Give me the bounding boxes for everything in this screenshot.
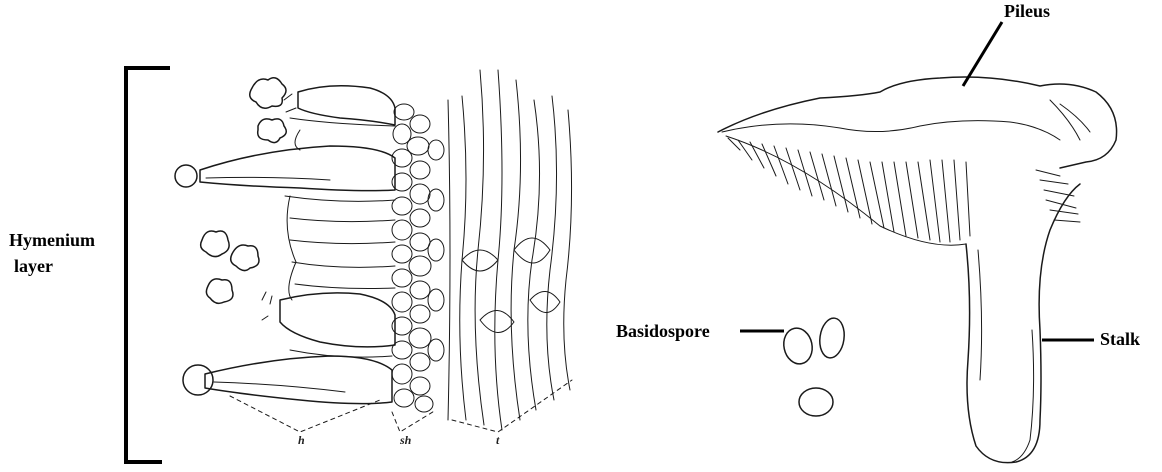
basidium-2	[200, 146, 395, 191]
basidium-3	[280, 293, 395, 347]
mushroom-drawing	[718, 77, 1117, 463]
gills-hatching	[726, 136, 1080, 245]
basidium-4	[205, 356, 392, 404]
free-spore-2	[258, 119, 287, 143]
pileus-outline	[718, 77, 1117, 168]
hymenium-label-line2: layer	[14, 256, 53, 276]
round-cell-top	[175, 165, 197, 187]
free-spore-5	[206, 279, 233, 303]
round-cell-bottom	[183, 365, 213, 395]
pileus-label: Pileus	[1004, 1, 1050, 21]
hymenium-label-line1: Hymenium	[9, 230, 95, 250]
hymenium-bracket	[126, 68, 170, 462]
stalk-label: Stalk	[1100, 329, 1140, 349]
basidiospore-2	[817, 317, 846, 360]
stalk-outline	[966, 184, 1080, 463]
free-spore-3	[201, 231, 229, 257]
hymenium-label: Hymenium layer	[9, 230, 95, 276]
free-spore-1	[250, 78, 286, 109]
basidiospore-3	[799, 388, 833, 416]
label-t: t	[496, 433, 500, 447]
hymenium-section-drawing: h sh t	[175, 70, 572, 447]
free-spore-4	[231, 245, 259, 271]
label-sh: sh	[399, 433, 412, 447]
pileus-leader-line	[963, 22, 1002, 86]
basidiospore-1	[781, 325, 816, 366]
label-h: h	[298, 433, 305, 447]
basidium-1	[298, 86, 395, 125]
basidospore-label: Basidospore	[616, 321, 710, 341]
